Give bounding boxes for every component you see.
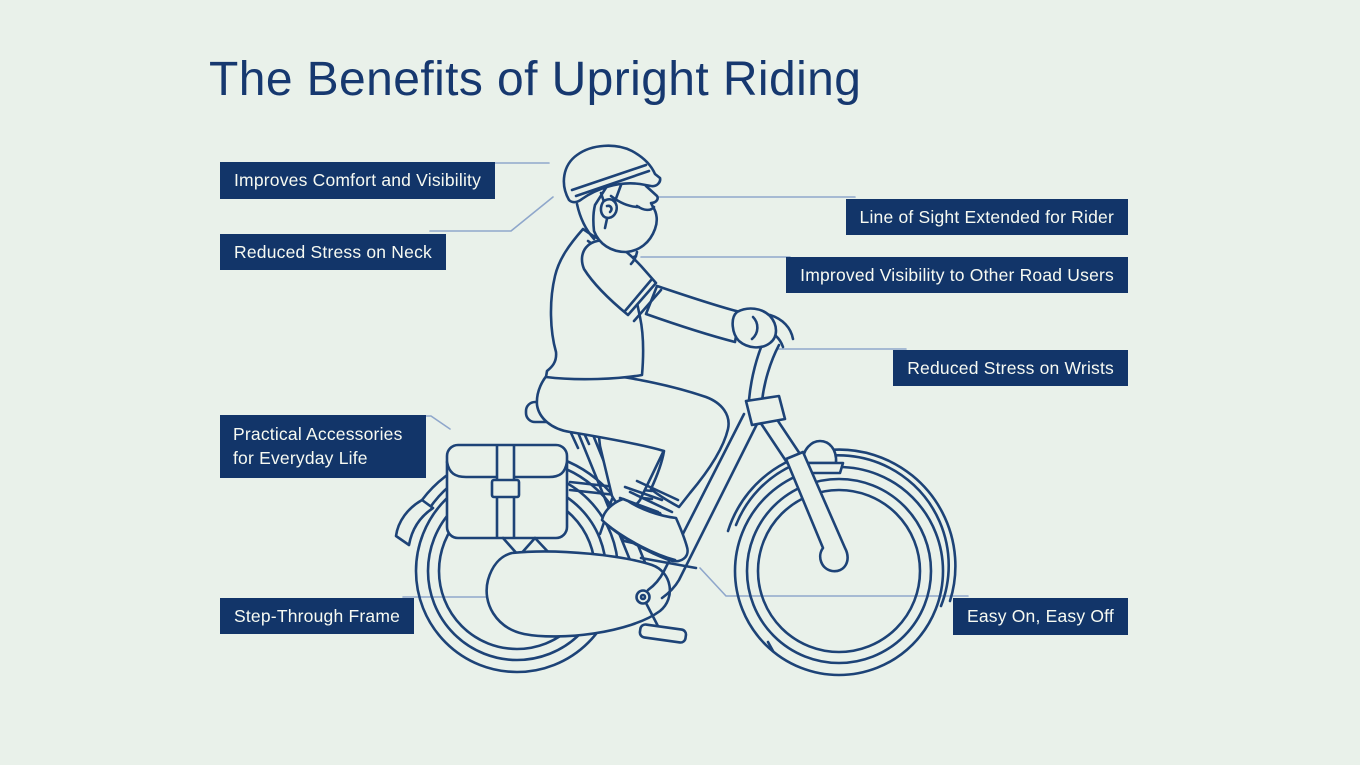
- bag-flap: [445, 460, 569, 479]
- benefit-label-step-through-frame: Step-Through Frame: [220, 598, 415, 634]
- bag-buckle: [490, 478, 521, 499]
- shoe-sole: [603, 521, 677, 562]
- sleeve-cuff: [623, 277, 663, 323]
- benefit-label-easy-on-easy-off: Easy On, Easy Off: [952, 598, 1128, 635]
- helmet-vent: [570, 163, 651, 198]
- chin-neck: [629, 250, 639, 266]
- mustache: [635, 204, 656, 212]
- benefit-label-reduced-stress-wrists: Reduced Stress on Wrists: [893, 350, 1128, 386]
- ear-curl: [605, 204, 613, 214]
- hand: [731, 307, 778, 349]
- valve: [766, 640, 775, 653]
- pant-cuff: [628, 479, 680, 514]
- page-title: The Benefits of Upright Riding: [209, 53, 862, 106]
- benefit-label-line-of-sight: Line of Sight Extended for Rider: [845, 199, 1128, 235]
- benefit-label-improves-comfort: Improves Comfort and Visibility: [220, 162, 496, 199]
- stem-clamp: [744, 394, 787, 427]
- down-tube: [646, 412, 760, 600]
- front-fender: [726, 448, 957, 608]
- chain-guard: [485, 550, 688, 644]
- face-and-beard: [592, 170, 659, 254]
- thumb: [750, 315, 759, 341]
- leader-easy-on: [699, 567, 969, 597]
- helmet-icon: [562, 144, 662, 204]
- shoe: [600, 497, 689, 563]
- pants: [535, 368, 730, 509]
- benefit-label-practical-accessories: Practical Accessories for Everyday Life: [220, 415, 426, 478]
- crank-bolt: [635, 589, 651, 605]
- upper-pedal: [639, 556, 698, 570]
- leader-reduced-neck: [429, 196, 554, 232]
- rider: [535, 144, 778, 570]
- rider-head: [562, 144, 662, 266]
- rider-near-leg: [535, 368, 730, 570]
- forearm: [644, 284, 742, 344]
- lower-pedal: [638, 623, 688, 644]
- headlight: [795, 439, 845, 475]
- nape: [575, 202, 596, 241]
- mudflap: [394, 498, 435, 547]
- front-fork: [784, 450, 849, 573]
- pannier-bag: [445, 443, 569, 558]
- ear: [599, 198, 618, 220]
- benefit-label-reduced-stress-neck: Reduced Stress on Neck: [220, 234, 446, 270]
- benefit-label-improved-visibility: Improved Visibility to Other Road Users: [786, 257, 1128, 293]
- rider-arm: [580, 239, 778, 349]
